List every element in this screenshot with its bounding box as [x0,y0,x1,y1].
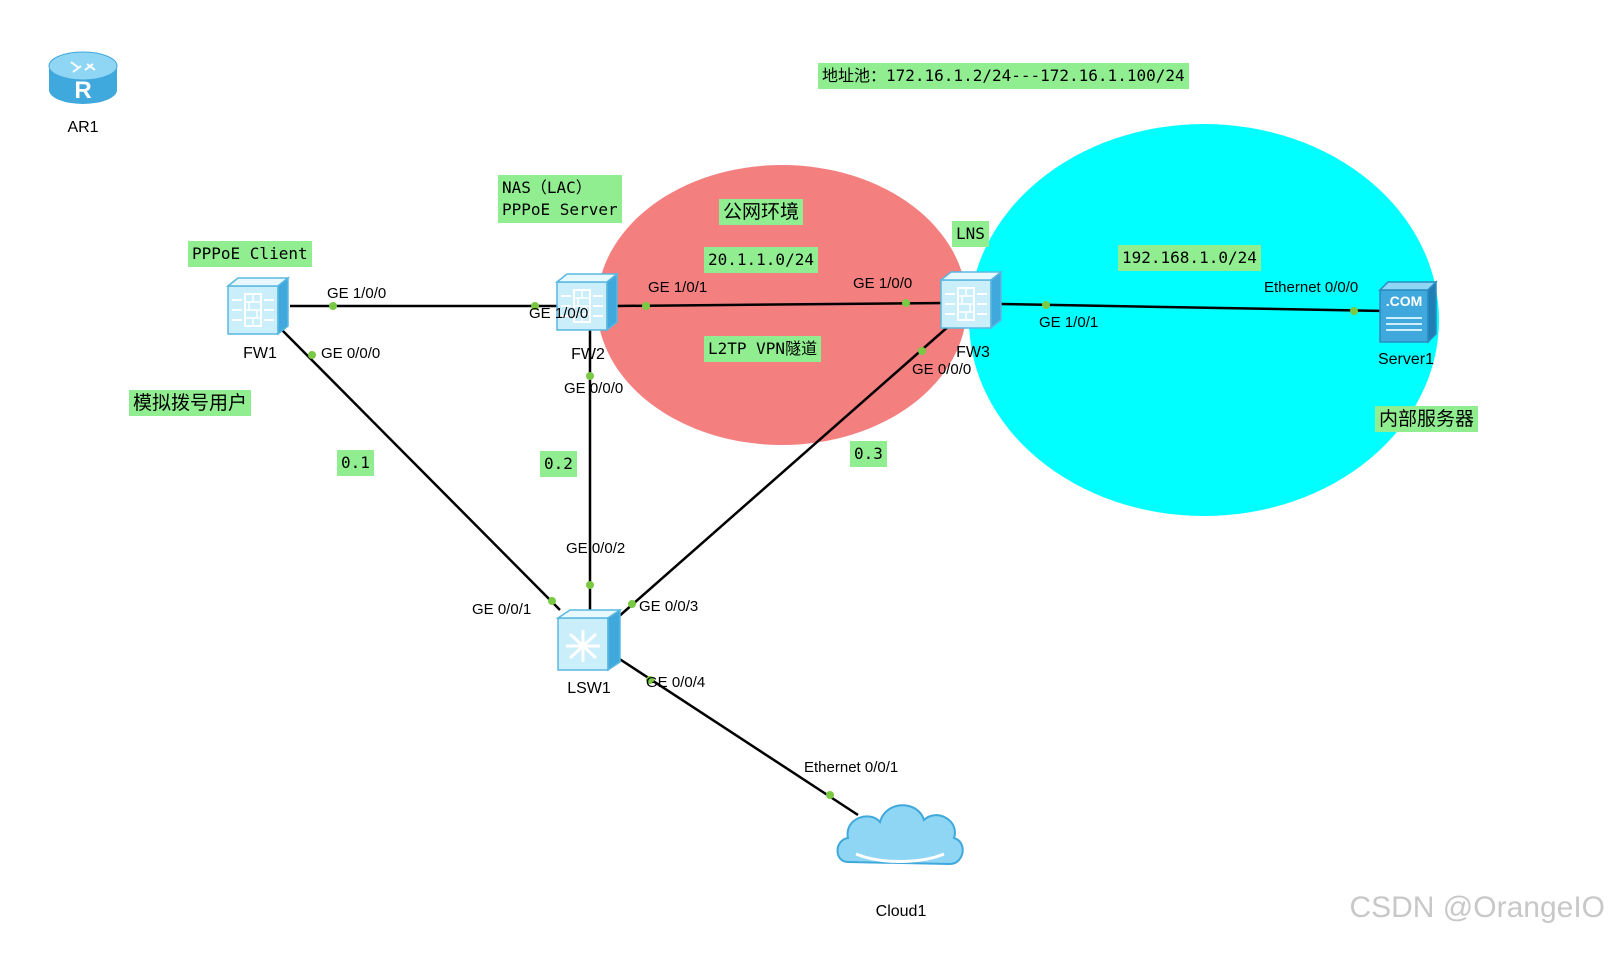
router-icon[interactable]: R [48,51,118,104]
svg-text:.COM: .COM [1386,293,1423,309]
link-lsw1-cloud1[interactable] [617,656,859,817]
port-dot [548,597,556,605]
fw3-firewall-icon[interactable] [938,270,1004,330]
fw1-firewall-icon[interactable] [225,276,291,336]
port-dot [628,600,636,608]
port-dot [826,791,834,799]
port-dot [586,372,594,380]
link-fw1-lsw1[interactable] [281,329,561,611]
port-dot [646,676,654,684]
port-dot [329,302,337,310]
port-dot [586,581,594,589]
svg-text:R: R [74,77,91,104]
port-dot [531,302,539,310]
server-icon[interactable]: .COM [1378,280,1438,344]
port-dot [1350,307,1358,315]
port-dot [642,302,650,310]
link-fw2-fw3[interactable] [614,301,946,308]
port-dot [1042,301,1050,309]
cloud-icon[interactable] [836,804,964,866]
port-dot [308,351,316,359]
link-fw3-lsw1[interactable] [616,324,951,619]
internal-network-zone [969,124,1439,516]
fw2-firewall-icon[interactable] [554,272,620,332]
port-dot [918,347,926,355]
switch-icon[interactable] [555,608,623,672]
port-dot [902,299,910,307]
link-fw3-server1[interactable] [999,302,1386,313]
